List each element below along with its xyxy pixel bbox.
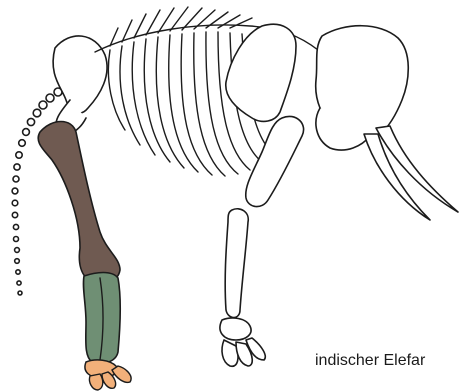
humerus (246, 116, 304, 206)
femur (38, 122, 120, 284)
tail (12, 88, 62, 295)
hind-foot (85, 360, 131, 390)
front-foot (220, 318, 265, 366)
scapula (226, 24, 296, 121)
front-leg (225, 209, 248, 318)
caption: indischer Elefar (315, 352, 425, 370)
pelvis (53, 36, 107, 113)
